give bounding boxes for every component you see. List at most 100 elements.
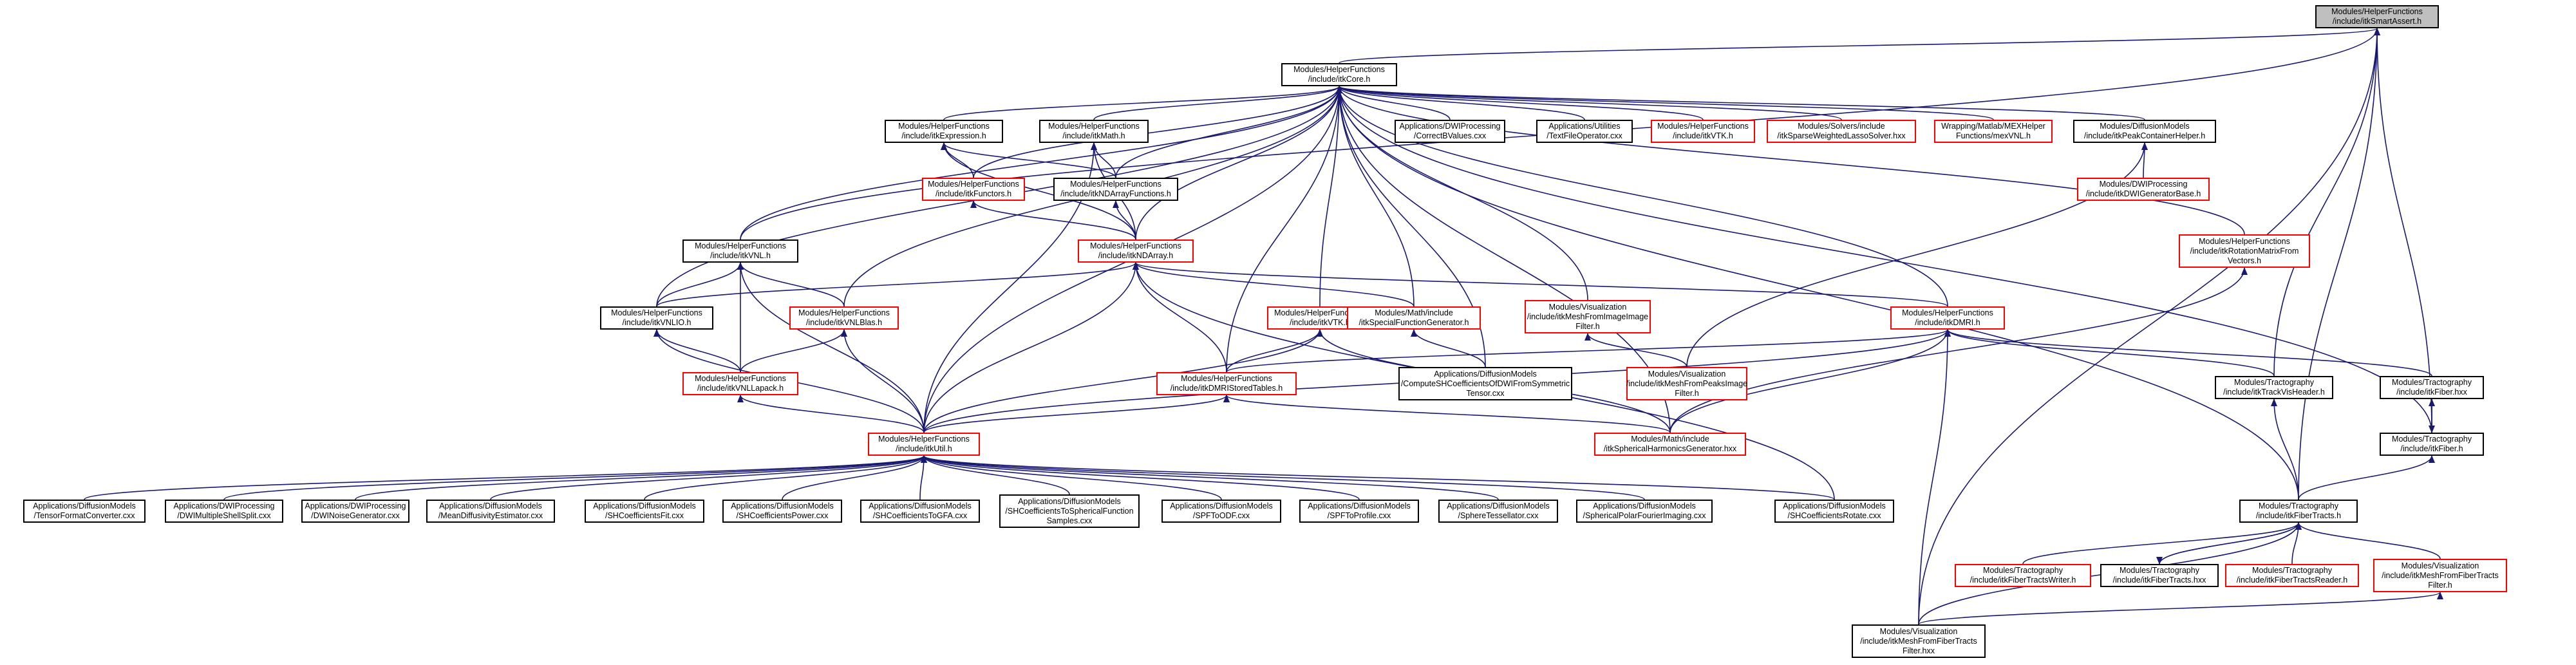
node-line: Modules/Visualization [1879,626,1958,636]
edge-dmristored-to-dmri [1226,329,1951,373]
node-line: Modules/HelperFunctions [1902,308,1993,317]
node-itk-fiber-h[interactable]: Modules/Tractography /include/itkFiber.h [2380,433,2484,456]
node-itk-dmri-h[interactable]: Modules/HelperFunctions /include/itkDMRI… [1890,306,2005,330]
edge-fibertracts-to-root [2298,28,2380,500]
node-itk-ndarray-h[interactable]: Modules/HelperFunctions /include/itkNDAr… [1078,239,1194,263]
node-sphere-tessellator-cxx[interactable]: Applications/DiffusionModels /SphereTess… [1438,500,1558,523]
node-line: Applications/DiffusionModels [33,501,136,510]
node-sh-coefficients-to-gfa-cxx[interactable]: Applications/DiffusionModels /SHCoeffici… [860,500,980,523]
node-mean-diffusivity-estimator-cxx[interactable]: Applications/DiffusionModels /MeanDiffus… [426,500,555,523]
edge-ftwriter-to-fibertracts [2022,522,2302,565]
node-line: /include/itkDWIGeneratorBase.h [2085,189,2201,198]
edge-utilh-to-vnl [737,262,925,433]
edge-core-to-root [1339,28,2380,64]
node-line: Modules/Tractography [2259,501,2338,510]
node-line: /SHCoefficientsToGFA.cxx [872,511,968,520]
edge-vnl-to-core [740,86,1342,240]
node-itk-fiber-tracts-writer-h[interactable]: Modules/Tractography /include/itkFiberTr… [1955,564,2091,587]
node-dwi-multiple-shell-split-cxx[interactable]: Applications/DWIProcessing /DWIMultipleS… [165,500,283,523]
node-itk-ndarray-functions-h[interactable]: Modules/HelperFunctions /include/itkNDAr… [1053,178,1178,201]
node-line: Modules/HelperFunctions [798,308,890,317]
node-itk-mesh-from-fiber-tracts-filter-hxx[interactable]: Modules/Visualization /include/itkMeshFr… [1852,624,1986,658]
node-spf-to-profile-cxx[interactable]: Applications/DiffusionModels /SPFToProfi… [1299,500,1419,523]
edge-dmristored-to-ndarray [1133,262,1227,373]
node-itk-mesh-from-fiber-tracts-filter-h[interactable]: Modules/Visualization /include/itkMeshFr… [2373,559,2507,592]
node-compute-sh-coefficients-cxx[interactable]: Applications/DiffusionModels /ComputeSHC… [1398,367,1572,400]
node-line: /TextFileOperator.cxx [1547,131,1622,140]
node-itk-rotation-matrix-from-vectors-h[interactable]: Modules/HelperFunctions /include/itkRota… [2179,234,2310,268]
node-itk-special-function-generator-h[interactable]: Modules/Math/include /itkSpecialFunction… [1347,306,1481,330]
edge-a_sphtess-to-utilh [921,455,1499,500]
node-itk-peak-container-helper-h[interactable]: Modules/DiffusionModels /include/itkPeak… [2073,120,2216,143]
node-itk-core-h[interactable]: Modules/HelperFunctions /include/itkCore… [1281,63,1397,86]
node-line: /include/itkUtil.h [896,444,952,453]
node-itk-vnl-lapack-h[interactable]: Modules/HelperFunctions /include/itkVNLL… [682,372,798,395]
node-dwi-noise-generator-cxx[interactable]: Applications/DWIProcessing /DWINoiseGene… [301,500,409,523]
node-spf-to-odf-cxx[interactable]: Applications/DiffusionModels /SPFToODF.c… [1161,500,1281,523]
node-line: Applications/DiffusionModels [1593,501,1696,510]
node-line: Applications/DiffusionModels [439,501,542,510]
node-itk-vnl-h[interactable]: Modules/HelperFunctions /include/itkVNL.… [682,239,798,263]
node-line: Applications/DiffusionModels [1170,501,1273,510]
node-spherical-polar-fourier-imaging-cxx[interactable]: Applications/DiffusionModels /SphericalP… [1576,500,1713,523]
node-itk-functors-h[interactable]: Modules/HelperFunctions /include/itkFunc… [922,178,1025,201]
edge-dwip_correct-to-core [1336,86,1451,120]
node-line: /include/itkTrackVisHeader.h [2223,388,2325,397]
edge-shharm-to-dmri [1669,329,1951,433]
node-itk-vnl-blas-h[interactable]: Modules/HelperFunctions /include/itkVNLB… [789,306,899,330]
node-line: Applications/DWIProcessing [173,501,275,510]
node-line: /include/itkVNLIO.h [622,318,691,327]
edge-peak-to-core [1336,86,2145,120]
node-line: Modules/HelperFunctions [695,241,786,250]
edge-fibertracts-to-trackvis [2271,398,2299,500]
edge-vnlio-to-vnl [656,262,744,307]
node-sh-coefficients-fit-cxx[interactable]: Applications/DiffusionModels /SHCoeffici… [585,500,704,523]
node-sh-coefficients-to-spherical-function-samples-cxx[interactable]: Applications/DiffusionModels /SHCoeffici… [999,494,1140,528]
node-line: Applications/DiffusionModels [1783,501,1886,510]
edge-rotation-to-core [1336,86,2245,235]
node-tensor-format-converter-cxx[interactable]: Applications/DiffusionModels /TensorForm… [23,500,146,523]
node-itk-util-h[interactable]: Modules/HelperFunctions /include/itkUtil… [868,433,980,456]
node-line: /include/itkExpression.h [901,131,986,140]
node-line: /DWIMultipleShellSplit.cxx [177,511,271,520]
node-itk-mesh-from-peaks-image-filter-h[interactable]: Modules/Visualization /include/itkMeshFr… [1626,367,1747,400]
node-line: /include/itkVTK.h [1290,318,1350,327]
edge-dmri-to-ndarray [1133,262,1948,307]
edge-trackvis-to-dmri [1944,329,2275,377]
node-itk-mesh-from-image-image-filter-h[interactable]: Modules/Visualization /include/itkMeshFr… [1525,300,1651,333]
node-itk-fiber-hxx[interactable]: Modules/Tractography /include/itkFiber.h… [2380,376,2484,399]
edge-a_tensor-to-utilh [84,455,927,500]
node-itk-dmri-stored-tables-h[interactable]: Modules/HelperFunctions /include/itkDMRI… [1156,372,1297,395]
node-itk-fiber-tracts-hxx[interactable]: Modules/Tractography /include/itkFiberTr… [2100,564,2219,587]
edge-a_multishell-to-utilh [223,455,927,500]
node-sparse-weighted-lasso-solver-hxx[interactable]: Modules/Solvers/include /itkSparseWeight… [1767,120,1916,143]
node-line: /include/itkMeshFromFiberTracts [1860,636,1977,646]
edge-vnllapack-to-vnlblas [740,329,847,373]
edge-meshft-to-dmri [1918,329,1951,625]
node-itk-vtk-h-top[interactable]: Modules/HelperFunctions /include/itkVTK.… [1651,120,1755,143]
edge-fiberh-to-core [1336,86,2432,433]
node-text-file-operator-cxx[interactable]: Applications/Utilities /TextFileOperator… [1536,120,1633,143]
node-sh-coefficients-power-cxx[interactable]: Applications/DiffusionModels /SHCoeffici… [722,500,842,523]
node-itk-track-vis-header-h[interactable]: Modules/Tractography /include/itkTrackVi… [2215,376,2333,399]
node-itk-fiber-tracts-reader-h[interactable]: Modules/Tractography /include/itkFiberTr… [2225,564,2359,587]
node-line: Modules/HelperFunctions [1181,374,1272,383]
node-itk-spherical-harmonics-generator-hxx[interactable]: Modules/Math/include /itkSphericalHarmon… [1594,433,1746,456]
node-line: Tensor.cxx [1466,388,1505,398]
node-correct-bvalues-cxx[interactable]: Applications/DWIProcessing /CorrectBValu… [1395,120,1505,143]
node-line: /include/itkMath.h [1062,131,1125,140]
node-line: Applications/DWIProcessing [305,501,406,510]
node-mex-vnl-h[interactable]: Wrapping/Matlab/MEXHelper Functions/mexV… [1934,120,2053,143]
node-itk-expression-h[interactable]: Modules/HelperFunctions /include/itkExpr… [885,120,1003,143]
node-line: /include/itkVTK.h [1673,131,1733,140]
node-itk-fiber-tracts-h[interactable]: Modules/Tractography /include/itkFiberTr… [2239,500,2358,523]
node-itk-dwi-generator-base-h[interactable]: Modules/DWIProcessing /include/itkDWIGen… [2077,178,2210,201]
node-itk-vnlio-h[interactable]: Modules/HelperFunctions /include/itkVNLI… [600,306,713,330]
node-sh-coefficients-rotate-cxx[interactable]: Applications/DiffusionModels /SHCoeffici… [1774,500,1894,523]
node-line: Modules/Tractography [2392,435,2472,444]
node-line: Applications/DWIProcessing [1399,122,1501,131]
edge-ndfunc-to-expr [941,142,1116,178]
node-itk-math-h[interactable]: Modules/HelperFunctions /include/itkMath… [1039,120,1149,143]
node-line: Applications/DiffusionModels [1308,501,1411,510]
edge-vtk2-to-core [1319,86,1342,307]
